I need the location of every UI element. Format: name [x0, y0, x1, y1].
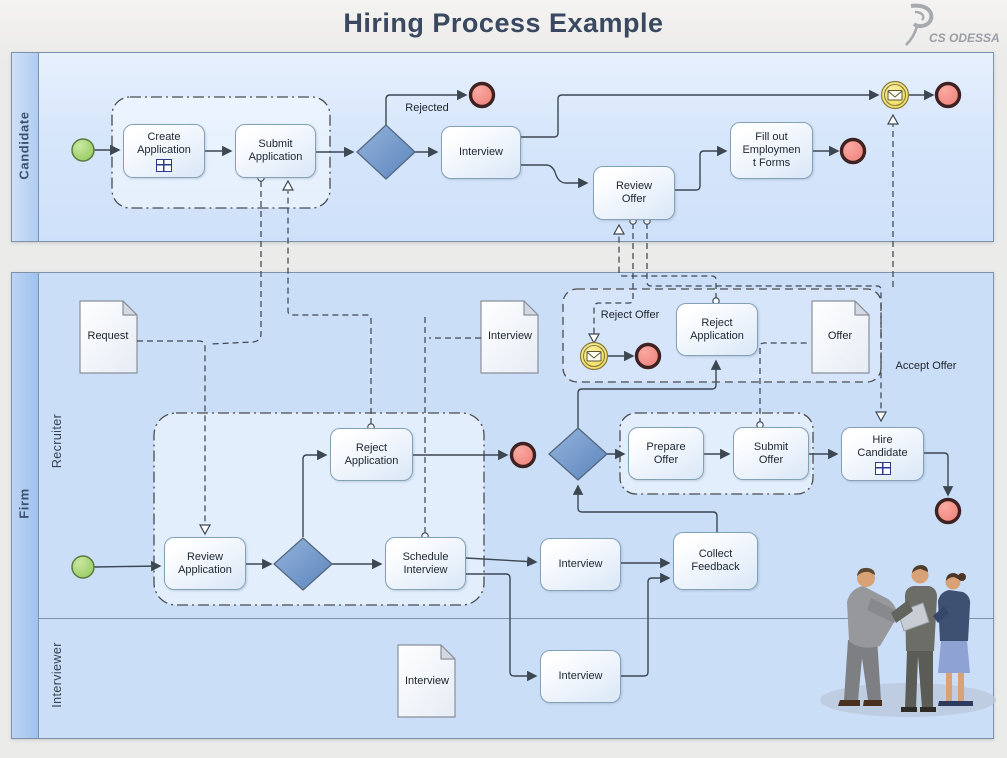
task-review-offer: Review Offer — [593, 166, 675, 220]
pool-firm — [11, 272, 994, 739]
flow-label-rejected: Rejected — [405, 102, 449, 114]
subprocess-marker-icon — [156, 158, 172, 172]
task-interview-interviewer: Interview — [540, 650, 621, 703]
tornado-swirl-icon — [905, 3, 934, 46]
task-interview-recruiter: Interview — [540, 538, 621, 591]
task-hire-candidate: Hire Candidate — [841, 427, 924, 481]
task-reject-application-offer: Reject Application — [676, 303, 758, 356]
task-reject-application: Reject Application — [330, 428, 413, 481]
cs-odessa-logo: CS ODESSA — [905, 3, 1000, 46]
task-submit-offer: Submit Offer — [733, 427, 809, 480]
document-interview-recruiter-label: Interview — [487, 330, 533, 342]
task-collect-feedback: Collect Feedback — [673, 532, 758, 590]
task-create-application: Create Application — [123, 124, 205, 178]
task-fill-out-forms: Fill out Employmen t Forms — [730, 122, 813, 179]
lane-interviewer-label: Interviewer — [50, 642, 64, 708]
lane-recruiter-label: Recruiter — [50, 413, 64, 469]
flow-label-reject-offer: Reject Offer — [600, 309, 660, 321]
task-label: Hire Candidate — [857, 433, 908, 459]
pool-firm-strip — [12, 273, 39, 738]
pool-firm-label: Firm — [16, 488, 32, 519]
task-review-application: Review Application — [164, 537, 246, 590]
logo-text: CS ODESSA — [929, 31, 1000, 45]
page-title: Hiring Process Example — [343, 8, 664, 38]
task-schedule-interview: Schedule Interview — [385, 537, 466, 590]
flow-label-accept-offer: Accept Offer — [895, 360, 957, 372]
task-label: Create Application — [137, 130, 191, 156]
subprocess-marker-icon — [874, 461, 891, 475]
lane-divider — [38, 618, 993, 619]
pool-candidate-strip — [12, 53, 39, 241]
document-request-label: Request — [87, 330, 129, 342]
pool-candidate-label: Candidate — [16, 111, 32, 180]
task-interview-candidate: Interview — [441, 126, 521, 179]
document-interview-interviewer-label: Interview — [404, 675, 450, 687]
task-submit-application: Submit Application — [235, 124, 316, 178]
document-offer-label: Offer — [827, 330, 853, 342]
task-prepare-offer: Prepare Offer — [628, 427, 704, 480]
